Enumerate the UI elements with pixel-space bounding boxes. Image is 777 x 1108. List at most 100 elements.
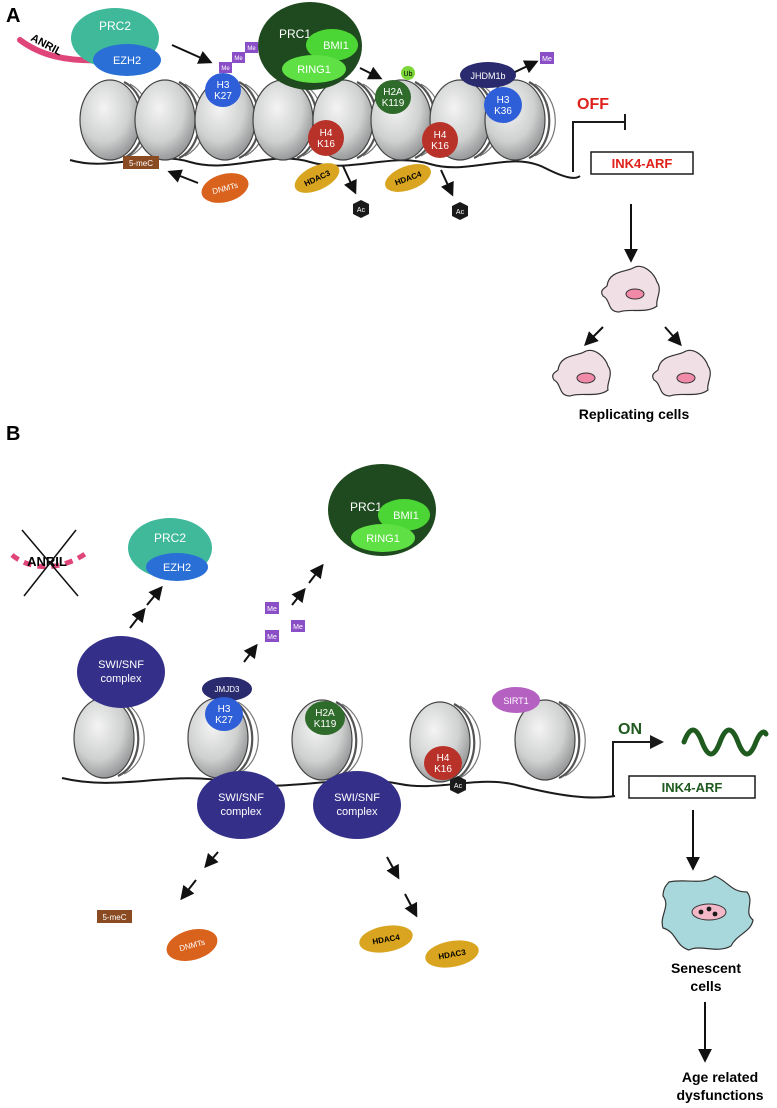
five-mec-tag-a <box>123 156 159 169</box>
h4k16-label-a-l1: H4 <box>434 130 447 141</box>
replicating-cell <box>601 265 660 313</box>
swi-snf-label-l1: SWI/SNF <box>98 659 144 671</box>
h3k27-label-b-l2: K27 <box>215 715 233 726</box>
h3k36-label-a-l2: K36 <box>494 106 512 117</box>
swi-snf-label-l1: SWI/SNF <box>218 792 264 804</box>
ezh2-label-a: EZH2 <box>113 55 141 67</box>
jhdm1b-protein-a <box>460 62 516 88</box>
replicating-cells-caption: Replicating cells <box>579 406 690 422</box>
nucleosome <box>513 698 587 782</box>
senescent-cells-caption-l1: Senescent <box>671 960 741 976</box>
panel-a-letter: A <box>6 5 20 27</box>
h2ak119-label-b-l1: H2A <box>315 708 335 719</box>
ub-tag <box>401 66 415 80</box>
ac-label-b: Ac <box>454 783 463 790</box>
ink4-arf-label-b: INK4-ARF <box>662 780 723 795</box>
h4k16-label-a-l2: K16 <box>431 141 449 152</box>
ring1-label-a: RING1 <box>297 64 331 76</box>
ezh2-protein-b <box>146 553 208 581</box>
bmi1-label-a: BMI1 <box>323 40 349 52</box>
h4k16-label-b-l2: K16 <box>434 764 452 775</box>
swi-snf-complex <box>197 771 285 839</box>
dnmts-protein-b <box>166 929 218 961</box>
me-tag-label: Me <box>234 56 243 62</box>
arrow-prc2-to-h3 <box>171 44 213 64</box>
arrow-swisnf-to-prc2 <box>146 585 163 606</box>
arrow-h4-to-ac <box>342 165 357 195</box>
arrow-jhdm1b-to-me <box>514 60 539 74</box>
me-tag <box>291 620 305 632</box>
age-related-caption-l1: Age related <box>682 1069 758 1085</box>
ink4-arf-gene-box-b <box>628 775 756 799</box>
arrow-demethylation <box>243 643 258 663</box>
h3k27-label-b-l1: H3 <box>218 704 231 715</box>
ring1-protein-b <box>351 524 415 552</box>
prc2-label-b: PRC2 <box>154 531 186 545</box>
arrow-me-to-prc1 <box>308 563 324 584</box>
sirt1-protein <box>492 687 540 713</box>
h4k16-mark-a <box>308 120 344 156</box>
h3k27-mark-b <box>205 697 243 731</box>
off-label: OFF <box>577 96 609 113</box>
sirt1-label: SIRT1 <box>503 696 528 706</box>
prc1-label-b: PRC1 <box>350 500 382 514</box>
h3k36-label-a-l1: H3 <box>497 95 510 106</box>
arrow-me-to-prc1 <box>291 587 306 606</box>
replicating-cell <box>652 349 711 397</box>
h4k16-label-b-l1: H4 <box>437 753 450 764</box>
hdac3-protein-a <box>294 163 340 193</box>
bmi1-protein-a <box>306 29 358 61</box>
five-mec-label-b: 5-meC <box>102 913 126 922</box>
arrow-h4-to-ac <box>440 169 454 197</box>
me-tag <box>219 62 232 73</box>
ink4-arf-label-a: INK4-ARF <box>612 156 673 171</box>
h4k16-mark-b <box>424 746 462 780</box>
senescent-cell <box>661 875 754 951</box>
arrow-dnmts-to-5mec <box>167 169 199 184</box>
promoter-arrowhead <box>650 735 664 749</box>
anril-label-b: ANRIL <box>27 554 67 569</box>
h3k27-label-a-l1: H3 <box>217 80 230 91</box>
arrow-cell-division <box>664 326 682 347</box>
jmjd3-label: JMJD3 <box>215 685 240 694</box>
five-mec-label-a: 5-meC <box>129 159 153 168</box>
swi-snf-label-l2: complex <box>221 806 262 818</box>
age-related-caption-l2: dysfunctions <box>676 1087 763 1103</box>
me-tag-label: Me <box>293 624 303 631</box>
h2ak119-label-a-l1: H2A <box>383 87 403 98</box>
ring1-protein-a <box>282 55 346 83</box>
five-mec-tag-b <box>97 910 132 923</box>
bmi1-label-b: BMI1 <box>393 510 419 522</box>
jhdm1b-label-a: JHDM1b <box>470 71 505 81</box>
h3k27-label-a-l2: K27 <box>214 91 232 102</box>
prc2-label-a: PRC2 <box>99 19 131 33</box>
hdac4-protein-b <box>359 925 413 953</box>
arrow-cell-division <box>584 326 604 346</box>
arrow-prc1-to-h2a <box>359 66 383 80</box>
ink4-arf-gene-box-a <box>590 151 694 175</box>
mrna-transcript <box>681 727 769 757</box>
me-tag <box>265 630 279 642</box>
senescent-cells-caption-l2: cells <box>690 978 721 994</box>
h4k16-mark-a <box>422 122 458 158</box>
arrow-swisnf-to-dnmts <box>204 851 219 869</box>
me-tag <box>232 52 245 63</box>
h2ak119-mark-b <box>305 701 345 735</box>
hdac3-protein-b <box>425 940 479 968</box>
arrow-swisnf-to-hdac <box>404 893 418 918</box>
jmjd3-protein <box>202 677 252 701</box>
h3k36-mark-a <box>484 87 522 123</box>
ac-tag-a <box>353 200 369 218</box>
swi-snf-label-l2: complex <box>337 806 378 818</box>
ezh2-protein-a <box>93 44 161 76</box>
ring1-label-b: RING1 <box>366 533 400 545</box>
h3k27-mark-a <box>205 73 241 107</box>
me-tag-label: Me <box>542 56 552 63</box>
prc1-label-a: PRC1 <box>279 27 311 41</box>
on-label: ON <box>618 721 642 738</box>
cross-out-line <box>23 529 77 597</box>
replicating-cell <box>552 349 611 397</box>
h4k16-label-a-l1: H4 <box>320 128 333 139</box>
me-tag <box>265 602 279 614</box>
